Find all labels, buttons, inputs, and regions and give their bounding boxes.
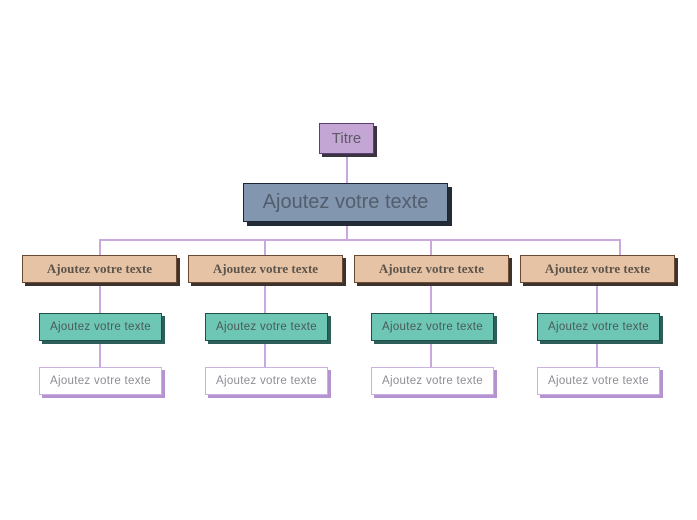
connector-bus-drop-3 xyxy=(430,239,432,255)
node-title[interactable]: Titre xyxy=(319,123,374,154)
connector-bus xyxy=(99,239,620,241)
connector-root-stem xyxy=(346,222,348,239)
connector-bus-drop-2 xyxy=(264,239,266,255)
node-branch-2-level4[interactable]: Ajoutez votre texte xyxy=(205,313,328,341)
node-branch-2-level5[interactable]: Ajoutez votre texte xyxy=(205,367,328,395)
node-branch-4-level5[interactable]: Ajoutez votre texte xyxy=(537,367,660,395)
node-branch-3-level4[interactable]: Ajoutez votre texte xyxy=(371,313,494,341)
connector-bus-drop-1 xyxy=(99,239,101,255)
connector-bus-drop-4 xyxy=(619,239,621,255)
node-branch-1-level4[interactable]: Ajoutez votre texte xyxy=(39,313,162,341)
node-branch-4-level3[interactable]: Ajoutez votre texte xyxy=(520,255,675,283)
node-branch-4-level4[interactable]: Ajoutez votre texte xyxy=(537,313,660,341)
node-branch-2-level3[interactable]: Ajoutez votre texte xyxy=(188,255,343,283)
node-branch-3-level3[interactable]: Ajoutez votre texte xyxy=(354,255,509,283)
node-branch-3-level5[interactable]: Ajoutez votre texte xyxy=(371,367,494,395)
connector-title-to-root xyxy=(346,154,348,184)
node-root[interactable]: Ajoutez votre texte xyxy=(243,183,448,222)
node-branch-1-level5[interactable]: Ajoutez votre texte xyxy=(39,367,162,395)
node-branch-1-level3[interactable]: Ajoutez votre texte xyxy=(22,255,177,283)
